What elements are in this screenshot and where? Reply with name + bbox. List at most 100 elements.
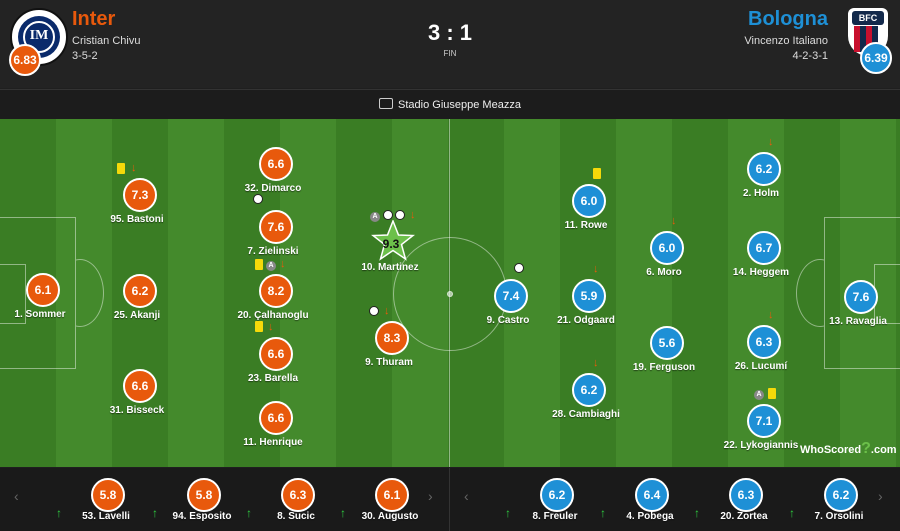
player-name: 32. Dimarco	[244, 183, 302, 194]
player-name: 21. Odgaard	[557, 315, 615, 326]
assist-icon: A	[754, 390, 764, 400]
sub-augusto[interactable]: ↑ 6.1 30. Augusto	[340, 478, 440, 528]
sub-pobega[interactable]: ↑ 6.4 4. Pobega	[600, 478, 700, 528]
home-formation: 3-5-2	[72, 50, 98, 62]
player-rating: 6.2	[824, 478, 858, 512]
player-rating: 8.2	[259, 274, 293, 308]
sub-esposito[interactable]: ↑ 5.8 94. Esposito	[152, 478, 252, 528]
center-spot	[447, 291, 453, 297]
player-heggem[interactable]: 6.7 14. Heggem	[706, 231, 816, 291]
player-rating: 7.3	[123, 178, 157, 212]
player-rating: 6.3	[747, 325, 781, 359]
player-odgaard[interactable]: 5.9 21. Odgaard ↓	[531, 264, 641, 339]
player-rating: 7.6	[844, 280, 878, 314]
player-name: 1. Sommer	[14, 309, 66, 320]
player-calhanoglu[interactable]: 8.2 20. Çalhanoglu A ↓	[218, 259, 328, 334]
player-rowe[interactable]: 6.0 11. Rowe	[531, 168, 641, 244]
player-name: 8. Sucic	[277, 511, 315, 522]
player-holm[interactable]: 6.2 2. Holm ↓	[706, 137, 816, 212]
yellow-card-icon	[255, 259, 263, 270]
sub-lavelli[interactable]: ↑ 5.8 53. Lavelli	[56, 478, 156, 528]
player-henrique[interactable]: 6.6 11. Henrique	[218, 401, 328, 461]
player-cambiaghi[interactable]: 6.2 28. Cambiaghi ↓	[531, 358, 641, 433]
player-bisseck[interactable]: 6.6 31. Bisseck	[82, 369, 192, 429]
venue-bar: Stadio Giuseppe Meazza	[0, 89, 900, 120]
player-name: 4. Pobega	[626, 511, 674, 522]
away-formation: 4-2-3-1	[792, 50, 828, 62]
ball-icon	[395, 210, 405, 220]
watermark-text: WhoScored	[800, 444, 862, 456]
player-name: 23. Barella	[247, 373, 299, 384]
player-name: 19. Ferguson	[632, 362, 696, 373]
player-zielinski[interactable]: 7.6 7. Zielinski	[218, 194, 328, 270]
player-name: 11. Henrique	[243, 437, 303, 448]
player-castro[interactable]: 7.4 9. Castro	[453, 263, 563, 339]
arrow-down-icon: ↓	[268, 321, 274, 333]
player-lucumi[interactable]: 6.3 26. Lucumí ↓	[706, 310, 816, 385]
player-rating: 6.2	[572, 373, 606, 407]
yellow-card-icon	[117, 163, 125, 174]
player-lykogiannis[interactable]: 7.1 22. Lykogiannis A	[706, 388, 816, 464]
arrow-down-icon: ↓	[280, 258, 286, 270]
player-rating: 6.4	[635, 478, 669, 512]
player-bastoni[interactable]: 7.3 95. Bastoni ↓	[82, 163, 192, 238]
home-subs-next-button[interactable]: ›	[428, 488, 433, 504]
player-name: 2. Holm	[742, 188, 780, 199]
player-rating: 6.0	[650, 231, 684, 265]
player-name: 11. Rowe	[564, 220, 608, 231]
arrow-down-icon: ↓	[131, 162, 137, 174]
player-name: 25. Akanji	[113, 310, 161, 321]
yellow-card-icon	[768, 388, 776, 399]
player-rating: 6.6	[259, 337, 293, 371]
assist-icon: A	[370, 212, 380, 222]
sub-freuler[interactable]: ↑ 6.2 8. Freuler	[505, 478, 605, 528]
player-martinez[interactable]: 9.3 10. Martinez A ↓	[335, 210, 445, 286]
arrow-up-icon: ↑	[340, 506, 346, 520]
ball-icon	[514, 263, 524, 273]
player-rating: 6.1	[375, 478, 409, 512]
player-moro[interactable]: 6.0 6. Moro ↓	[609, 216, 719, 291]
player-name: 28. Cambiaghi	[552, 409, 620, 420]
sub-orsolini[interactable]: ↑ 6.2 7. Orsolini	[789, 478, 889, 528]
home-subs-prev-button[interactable]: ‹	[14, 488, 19, 504]
player-thuram[interactable]: 8.3 9. Thuram ↓	[334, 306, 444, 381]
arrow-up-icon: ↑	[694, 506, 700, 520]
sub-sucic[interactable]: ↑ 6.3 8. Sucic	[246, 478, 346, 528]
pitch: 6.1 1. Sommer 7.3 95. Bastoni ↓ 6.2 25. …	[0, 119, 900, 467]
home-coach: Cristian Chivu	[72, 35, 141, 47]
arrow-down-icon: ↓	[384, 305, 390, 317]
player-sommer[interactable]: 6.1 1. Sommer	[0, 273, 95, 333]
player-rating: 6.2	[540, 478, 574, 512]
sub-zortea[interactable]: ↑ 6.3 20. Zortea	[694, 478, 794, 528]
player-akanji[interactable]: 6.2 25. Akanji	[82, 274, 192, 334]
home-team-rating: 6.83	[9, 44, 41, 76]
player-name: 95. Bastoni	[110, 214, 164, 225]
watermark-suffix: .com	[870, 444, 897, 456]
player-name: 9. Thuram	[365, 357, 413, 368]
away-team-name[interactable]: Bologna	[748, 8, 828, 30]
player-barella[interactable]: 6.6 23. Barella ↓	[218, 321, 328, 397]
watermark-logo-icon: ?	[861, 440, 871, 457]
player-rating: 6.6	[259, 147, 293, 181]
away-subs-prev-button[interactable]: ‹	[464, 488, 469, 504]
player-name: 9. Castro	[486, 315, 530, 326]
player-name: 6. Moro	[646, 267, 682, 278]
arrow-up-icon: ↑	[246, 506, 252, 520]
player-rating: 6.6	[123, 369, 157, 403]
home-team-name[interactable]: Inter	[72, 8, 116, 30]
player-name: 26. Lucumí	[734, 361, 788, 372]
ball-icon	[383, 210, 393, 220]
player-name: 20. Çalhanoglu	[237, 310, 309, 321]
player-rating: 6.2	[123, 274, 157, 308]
player-name: 22. Lykogiannis	[723, 440, 799, 451]
player-rating: 5.8	[91, 478, 125, 512]
right-penalty-area	[824, 217, 900, 369]
player-ferguson[interactable]: 5.6 19. Ferguson	[609, 326, 719, 386]
player-name: 53. Lavelli	[82, 511, 130, 522]
player-name: 7. Orsolini	[814, 511, 864, 522]
away-subs-next-button[interactable]: ›	[878, 488, 883, 504]
player-rating: 7.4	[494, 279, 528, 313]
player-ravaglia[interactable]: 7.6 13. Ravaglia	[803, 280, 900, 340]
player-dimarco[interactable]: 6.6 32. Dimarco	[218, 147, 328, 207]
player-rating: 5.9	[572, 279, 606, 313]
